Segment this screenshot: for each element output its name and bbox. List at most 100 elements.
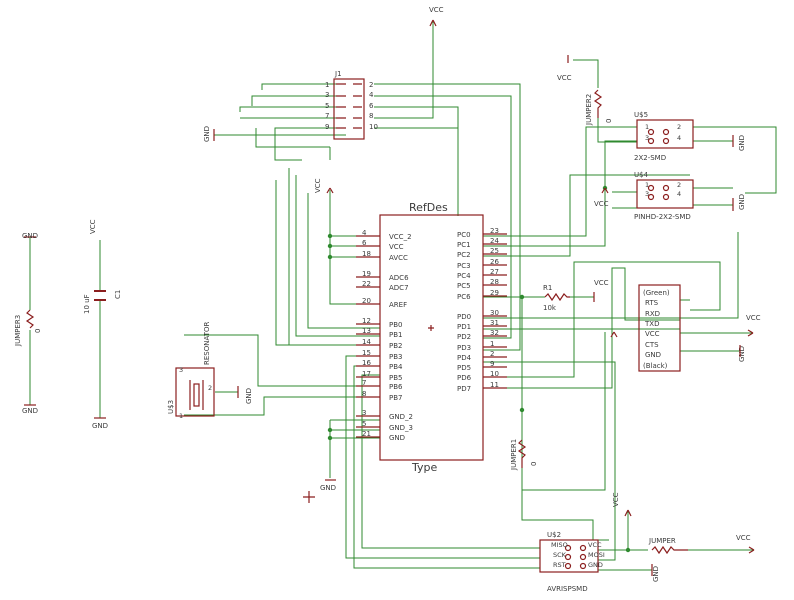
r1-resistor[interactable] (544, 292, 595, 302)
mcu-left-pin-number: 3 (362, 409, 366, 417)
mcu-left-pin-number: 6 (362, 239, 367, 247)
mcu-right-pin-name: PD3 (457, 344, 471, 352)
u5-pin-3: 3 (645, 134, 649, 142)
jumper2-value: 0 (605, 119, 613, 123)
mcu-left-pin-number: 5 (362, 420, 366, 428)
ftdi-connector[interactable] (638, 284, 681, 372)
j1-pin-3: 3 (325, 91, 329, 99)
mcu-left-pin-number: 19 (362, 270, 371, 278)
mcu-left-pin-name: PB2 (389, 342, 402, 350)
u4-pin-2: 2 (677, 181, 681, 189)
j1-pin-9: 9 (325, 123, 329, 131)
mcu-right-pin-number: 32 (490, 329, 499, 337)
mcu-right-pin-name: PD5 (457, 364, 471, 372)
j1-pin-numbers-left: 1 3 5 7 9 (325, 81, 329, 131)
jumper3-part[interactable] (24, 236, 36, 406)
jumper1-part[interactable] (517, 439, 527, 468)
u2-gnd-label: GND (652, 566, 660, 582)
resonator-part[interactable] (175, 367, 215, 417)
u5-pin-2: 2 (677, 123, 681, 131)
u2-type: AVRISPSMD (547, 585, 588, 593)
mcu-left-pin-number: 4 (362, 229, 367, 237)
mcu-left-pin-name: VCC (389, 243, 404, 251)
u2-vcc-label: VCC (612, 492, 620, 507)
u5-gnd-label: GND (738, 135, 746, 151)
mcu-left-pin-number: 12 (362, 317, 371, 325)
r1-value: 10k (543, 304, 557, 312)
mcu-left-pin-name: GND_2 (389, 413, 413, 421)
mcu-right-pin-name: PC4 (457, 272, 471, 280)
mcu-right-pin-number: 31 (490, 319, 499, 327)
c1-name: C1 (114, 290, 122, 299)
mcu-right-pin-number: 25 (490, 247, 499, 255)
j1-header[interactable] (333, 78, 365, 140)
mcu-right-pin-number: 11 (490, 381, 499, 389)
j1-pin-4: 4 (369, 91, 374, 99)
mcu-type: Type (411, 461, 437, 474)
c1-gnd-label: GND (92, 422, 108, 430)
mcu-refdes: RefDes (409, 201, 448, 214)
jumper3-gnd-top-label: GND (22, 232, 38, 240)
j1-pin-6: 6 (369, 102, 374, 110)
r1-name: R1 (543, 284, 552, 292)
c1-capacitor[interactable] (94, 240, 106, 419)
jumper2-name: JUMPER2 (585, 94, 593, 126)
resonator-pin-3: 3 (179, 366, 183, 374)
mcu-left-pin-name: PB3 (389, 353, 402, 361)
jumper-part[interactable] (651, 545, 688, 555)
mcu-gnd-label: GND (320, 484, 336, 492)
mcu-right-pin-name: PC1 (457, 241, 471, 249)
u2-name: U$2 (547, 531, 561, 539)
mcu-left-pin-name: PB4 (389, 363, 403, 371)
mcu-right-pin-name: PD1 (457, 323, 471, 331)
mcu-right-pin-number: 26 (490, 258, 499, 266)
u2-pin-mosi: MOSI (588, 551, 605, 559)
mcu-left-pin-number: 22 (362, 280, 371, 288)
mcu-left-pin-name: AREF (389, 301, 407, 309)
u4-type: PINHD-2X2-SMD (634, 213, 691, 221)
mcu-right-pin-name: PC0 (457, 231, 471, 239)
u4-name: U$4 (634, 171, 649, 179)
u4-pin-4: 4 (677, 190, 681, 198)
ftdi-pin-vcc: VCC (645, 330, 660, 338)
u4-header[interactable] (636, 179, 694, 209)
mcu-right-pin-name: PC2 (457, 251, 471, 259)
mcu-left-pin-name: VCC_2 (389, 233, 412, 241)
mcu-right-pin-name: PD7 (457, 385, 471, 393)
mcu-right-pin-number: 10 (490, 370, 499, 378)
j1-pin-10: 10 (369, 123, 378, 131)
j1-gnd-label: GND (203, 126, 211, 142)
mcu-left-pin-number: 15 (362, 349, 371, 357)
ftdi-pin-cts: CTS (645, 341, 659, 349)
u2-pin-miso: MISO (551, 541, 568, 549)
mcu-left-pin-name: GND_3 (389, 424, 413, 432)
mcu-left-pin-name: AVCC (389, 254, 408, 262)
u4-gnd-label: GND (738, 194, 746, 210)
ftdi-pin-rts: RTS (645, 299, 659, 307)
mcu-left-pin-number: 21 (362, 430, 371, 438)
mcu-vcc-arrow (326, 187, 334, 194)
mcu-right-pin-name: PC5 (457, 282, 471, 290)
mcu-chip[interactable] (379, 214, 484, 461)
mcu-left-pin-name: PB0 (389, 321, 402, 329)
mcu-left-pin-number: 18 (362, 250, 371, 258)
mcu-vcc-label: VCC (314, 178, 322, 193)
mcu-right-pin-number: 27 (490, 268, 499, 276)
jumper2-part[interactable] (567, 55, 603, 118)
j1-pin-5: 5 (325, 102, 329, 110)
power-symbols (213, 19, 755, 576)
origin-cross (303, 491, 315, 503)
mcu-left-pin-number: 7 (362, 379, 366, 387)
u5-pin-1: 1 (645, 123, 649, 131)
ftdi-vcc-label: VCC (746, 314, 761, 322)
mcu-right-pin-name: PD2 (457, 333, 471, 341)
mcu-left-pin-number: 20 (362, 297, 371, 305)
u2-pin-sck: SCK (553, 551, 567, 559)
u5-header[interactable] (636, 119, 694, 149)
u5-name: U$5 (634, 111, 648, 119)
mcu-left-pin-name: PB6 (389, 383, 403, 391)
u2-isp-header[interactable] (539, 539, 599, 573)
u4-pin-3: 3 (645, 190, 649, 198)
